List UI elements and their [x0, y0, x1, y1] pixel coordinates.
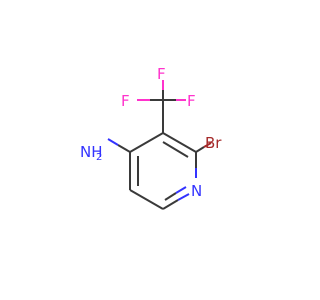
bond-c6-n1-inner-n: [175, 186, 187, 194]
molecule-structure: NH 2 N Br F F F: [80, 65, 222, 210]
fluorine-right-label: F: [187, 92, 196, 110]
bond-c6-n1-part-n: [177, 193, 190, 201]
bond-c4-n-part-c: [117, 144, 131, 153]
fluorine-left-label: F: [121, 92, 130, 110]
bond-c2-c3-inner: [162, 141, 189, 158]
bond-c3-c4: [129, 132, 164, 153]
ring-nitrogen-label: N: [191, 182, 202, 200]
bond-c2-br-part-br: [203, 142, 212, 148]
amine-label: NH: [80, 143, 103, 161]
bond-c6-n1-inner-c: [164, 192, 177, 201]
bond-c6-n1-part-c: [162, 199, 179, 210]
bond-c2-c3: [162, 132, 197, 153]
amine-subscript: 2: [96, 152, 102, 163]
bond-c4-n-part-n: [107, 138, 119, 146]
bond-c2-br-part-c: [195, 146, 205, 153]
bromine-label: Br: [205, 134, 222, 152]
bond-c5-c6: [129, 189, 164, 210]
fluorine-top-label: F: [157, 65, 166, 83]
